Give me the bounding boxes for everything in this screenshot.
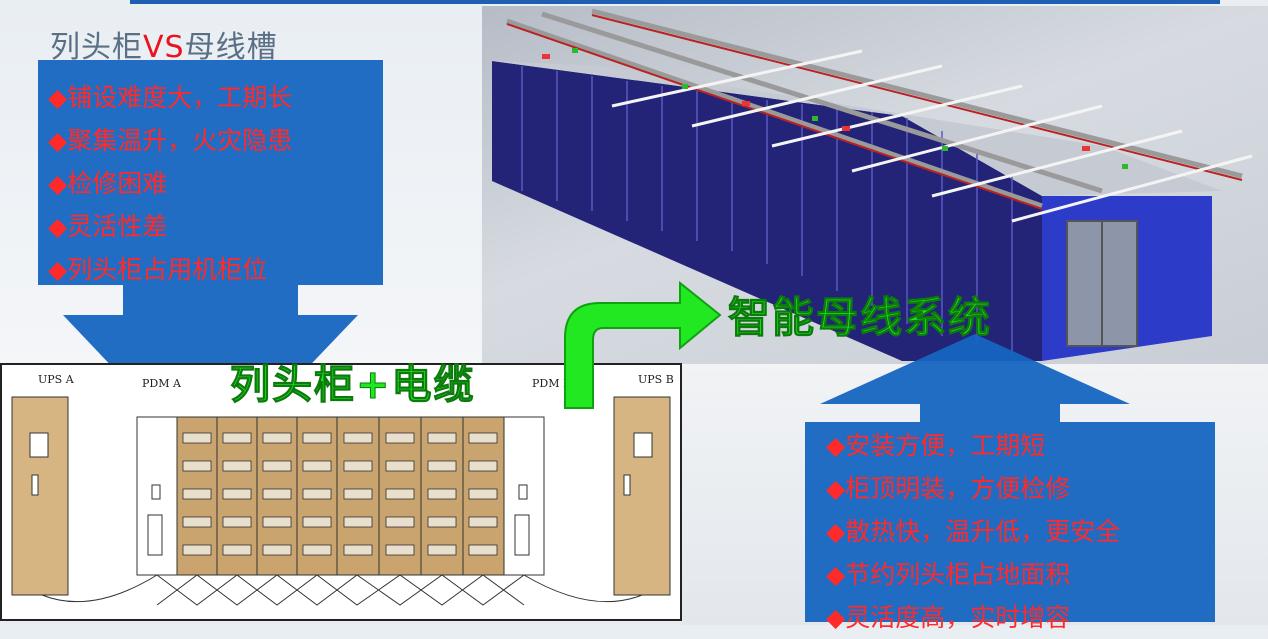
cable-solution-label: 列头柜+电缆 bbox=[230, 362, 476, 409]
up-arrow-pros bbox=[805, 334, 1215, 622]
page-title: 列头柜VS母线槽 bbox=[50, 30, 278, 65]
pros-item: ◆节约列头柜占地面积 bbox=[826, 560, 1071, 589]
pdm-b-label: PDM B bbox=[532, 377, 572, 390]
cons-item: ◆灵活性差 bbox=[48, 212, 168, 241]
green-transition-arrow bbox=[564, 280, 722, 409]
pros-item: ◆灵活度高，实时增容 bbox=[826, 603, 1071, 632]
top-accent-bar bbox=[130, 0, 1220, 4]
cons-item: ◆检修困难 bbox=[48, 169, 168, 198]
cabinet-row-illustration bbox=[11, 396, 671, 606]
cons-list: ◆铺设难度大，工期长 ◆聚集温升，火灾隐患 ◆检修困难 ◆灵活性差 ◆列头柜占用… bbox=[48, 76, 368, 291]
pros-item: ◆安装方便，工期短 bbox=[826, 431, 1046, 460]
pdm-a-label: PDM A bbox=[142, 377, 181, 390]
server-room-illustration bbox=[492, 8, 1253, 361]
pros-item: ◆柜顶明装，方便检修 bbox=[826, 474, 1071, 503]
cons-item: ◆列头柜占用机柜位 bbox=[48, 255, 268, 284]
cons-item: ◆铺设难度大，工期长 bbox=[48, 83, 293, 112]
pros-item: ◆散热快，温升低，更安全 bbox=[826, 517, 1121, 546]
busway-solution-label: 智能母线系统 bbox=[727, 293, 993, 343]
cons-item: ◆聚集温升，火灾隐患 bbox=[48, 126, 293, 155]
ups-b-label: UPS B bbox=[638, 373, 674, 386]
pros-list: ◆安装方便，工期短 ◆柜顶明装，方便检修 ◆散热快，温升低，更安全 ◆节约列头柜… bbox=[826, 424, 1206, 639]
ups-a-label: UPS A bbox=[38, 373, 74, 386]
